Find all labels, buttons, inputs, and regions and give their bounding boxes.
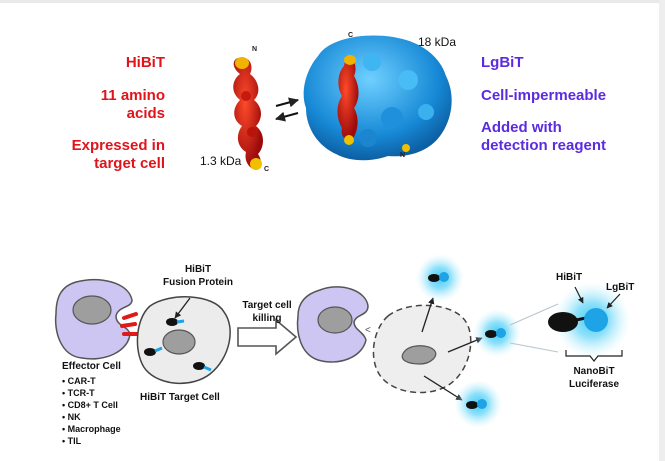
hibit-peptide-structure <box>233 57 263 170</box>
release-arrow-up <box>421 297 435 333</box>
lgbit-property: Cell-impermeable <box>481 87 607 104</box>
lgbit-protein-structure <box>303 35 452 161</box>
zoom-line-bottom <box>509 342 559 353</box>
zoom-hibit-label: HiBiT <box>556 272 583 283</box>
lgbit-c-terminus: C <box>348 32 354 39</box>
fusion-label-line1: HiBiT <box>184 264 212 275</box>
fusion-label-line2: Fusion Protein <box>163 277 233 288</box>
killing-arrow <box>237 318 298 356</box>
hibit-title: HiBiT <box>125 54 165 71</box>
hibit-length-line1: 11 amino <box>100 87 165 104</box>
killing-label-line2: killing <box>252 313 282 324</box>
lysis-marks: < <box>365 325 371 336</box>
hibit-expression-line2: target cell <box>94 155 165 172</box>
effector-type-item: TIL <box>62 435 121 447</box>
fusion-protein-3 <box>193 362 212 372</box>
lgbit-mass: 18 kDa <box>418 35 457 49</box>
effector-cell-title: Effector Cell <box>62 361 121 372</box>
fusion-pointer <box>174 297 191 319</box>
hibit-length-line2: acids <box>126 105 165 122</box>
lgbit-title: LgBiT <box>481 54 524 71</box>
effector-type-item: Macrophage <box>62 423 121 435</box>
nanobit-label-line1: NanoBiT <box>573 366 615 377</box>
lgbit-added-line1: Added with <box>481 119 562 136</box>
top-edge <box>0 0 665 3</box>
fusion-protein-2 <box>144 346 163 356</box>
killing-label-line1: Target cell <box>242 300 292 311</box>
effector-type-item: CD8+ T Cell <box>62 399 121 411</box>
hibit-mass: 1.3 kDa <box>200 154 242 168</box>
target-cell-label: HiBiT Target Cell <box>140 392 220 403</box>
zoom-lgbit-label: LgBiT <box>606 282 635 293</box>
binding-equilibrium-arrows <box>275 97 299 122</box>
lgbit-added-line2: detection reagent <box>481 137 607 154</box>
glow-complex-mid <box>473 309 521 357</box>
lgbit-n-terminus: N <box>400 152 406 159</box>
target-nucleus <box>162 329 196 355</box>
hibit-expression-line1: Expressed in <box>71 137 165 154</box>
zoom-line-top <box>509 303 559 326</box>
effector-nucleus <box>72 295 112 325</box>
glow-complex-bottom <box>454 380 502 428</box>
immune-synapse <box>120 312 139 336</box>
hibit-n-terminus: N <box>252 46 258 53</box>
fusion-protein-1 <box>166 318 185 326</box>
effector-type-list: CAR-T TCR-T CD8+ T Cell NK Macrophage TI… <box>62 375 121 447</box>
glow-complex-top <box>416 254 464 302</box>
effector-type-item: CAR-T <box>62 375 121 387</box>
nanobit-bracket <box>565 350 623 362</box>
effector-type-item: TCR-T <box>62 387 121 399</box>
lysed-target-nucleus <box>401 345 437 365</box>
effector-type-item: NK <box>62 411 121 423</box>
right-edge <box>659 0 665 461</box>
effector-after-nucleus <box>317 306 353 334</box>
hibit-c-terminus: C <box>264 166 270 173</box>
nanobit-label-line2: Luciferase <box>568 379 620 390</box>
nanobit-zoom <box>548 282 630 358</box>
